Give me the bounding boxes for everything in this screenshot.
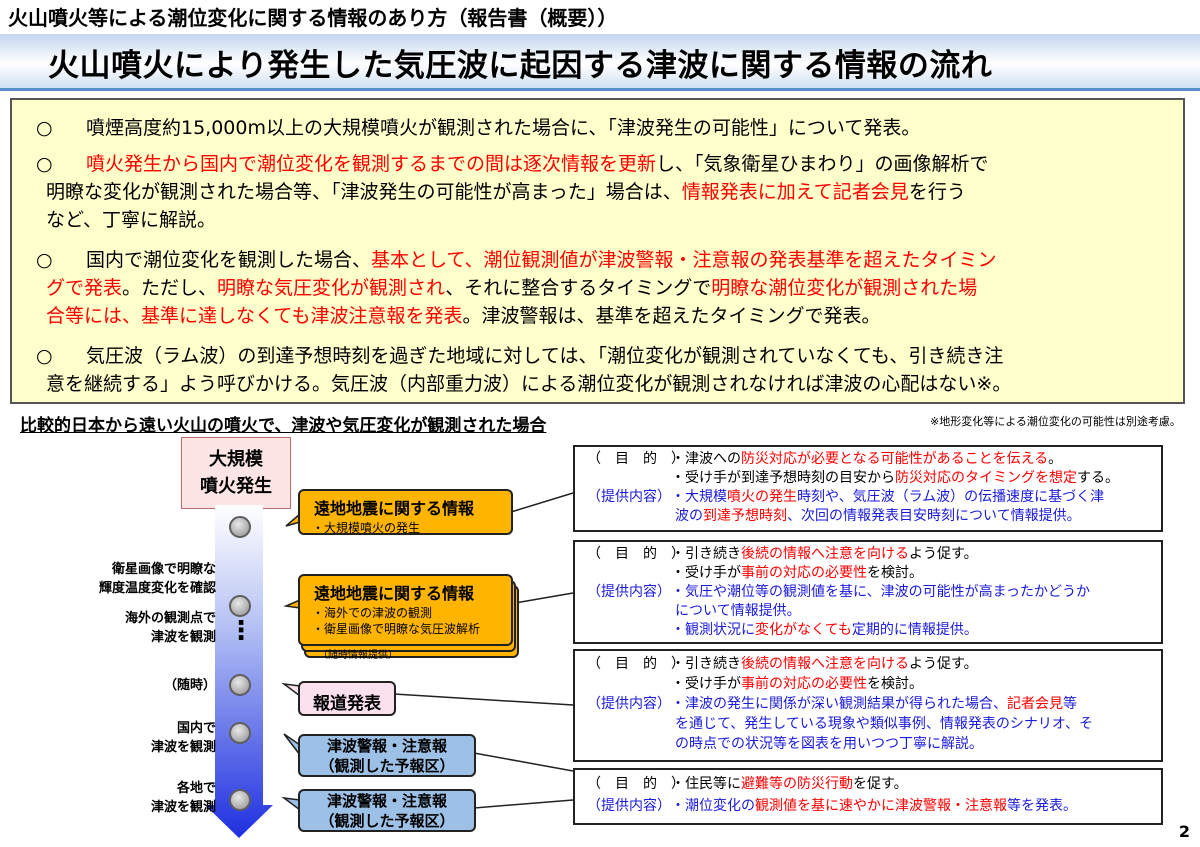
info-3-provide-2: を通じて、発生している現象や類似事例、情報発表のシナリオ、そ <box>675 716 1094 732</box>
section-heading: 比較的日本から遠い火山の噴火で、津波や気圧変化が観測された場合 <box>20 416 547 436</box>
bullet-2-text-3: を行う <box>908 181 966 203</box>
info-2-provide-1: ・気圧や潮位等の観測値を基に、津波の可能性が高まったかどうか <box>671 584 1091 600</box>
info-3-purpose-2: ・受け手が事前の対応の必要性を検討。 <box>671 676 923 692</box>
far-earthquake-info-box-1: 遠地地震に関する情報 ・大規模噴火の発生 <box>298 489 513 535</box>
timeline-ellipsis-icon: ⋮ <box>228 616 254 646</box>
timeline-node-2 <box>229 595 251 617</box>
bullet-3-text-3: 、それに整合するタイミングで <box>445 277 712 299</box>
warning-2-line-2: （観測した予報区） <box>319 812 455 830</box>
info-box-1: （ 目 的 ） ・津波への防災対応が必要となる可能性があることを伝える。 ・受け… <box>573 445 1163 532</box>
info-2-purpose-1: ・引き続き後続の情報へ注意を向けるよう促す。 <box>671 546 978 562</box>
box-1-item-1: ・大規模噴火の発生 <box>312 521 421 535</box>
label-satellite-line-1: 衛星画像で明瞭な <box>111 562 216 577</box>
info-1-purpose-label: （ 目 的 ） <box>587 451 685 467</box>
label-overseas: 海外の観測点で 津波を観測 <box>76 609 216 647</box>
bullet-2-text-2: 明瞭な変化が観測された場合等、「津波発生の可能性が高まった」場合は、 <box>46 181 682 203</box>
bullet-4-line-2: 意を継続する」よう呼びかける。気圧波（内部重力波）による潮位変化が観測されなけれ… <box>46 373 1012 395</box>
page-number: 2 <box>1178 822 1190 841</box>
bullet-4-line-1: 気圧波（ラム波）の到達予想時刻を過ぎた地域に対しては、「潮位変化が観測されていな… <box>86 345 1004 367</box>
info-1-provide-2: 波の到達予想時刻、次回の情報発表目安時刻について情報提供。 <box>675 508 1081 524</box>
timeline-node-5 <box>229 789 251 811</box>
box-2-title: 遠地地震に関する情報 <box>314 584 475 603</box>
bullet-3-text-1: 国内で潮位変化を観測した場合、 <box>86 249 372 271</box>
label-various: 各地で 津波を観測 <box>76 779 216 817</box>
label-domestic-line-2: 津波を観測 <box>150 740 216 755</box>
bullet-mark: ○ <box>36 117 53 139</box>
bullet-3-text-2: 。ただし、 <box>122 277 218 299</box>
timeline-node-3 <box>229 674 251 696</box>
info-1-purpose-1: ・津波への防災対応が必要となる可能性があることを伝える。 <box>671 451 1063 467</box>
title-bar <box>0 34 1200 91</box>
bullet-3-highlight-1: 基本として、潮位観測値が津波警報・注意報の発表基準を超えたタイミン <box>371 249 997 271</box>
info-4-purpose-1: ・住民等に避難等の防災行動を促す。 <box>671 776 908 792</box>
eruption-start-line-2: 噴火発生 <box>200 476 272 497</box>
info-3-purpose-label: （ 目 的 ） <box>587 656 685 672</box>
info-3-provide-3: の時点での状況等を図表を用いつつ丁寧に解説。 <box>675 736 983 752</box>
label-domestic-line-1: 国内で <box>176 721 216 736</box>
bullet-2-highlight-1: 噴火発生から国内で潮位変化を観測するまでの間は逐次情報を更新 <box>86 153 657 175</box>
bullet-mark: ○ <box>36 249 53 271</box>
press-release-box: 報道発表 <box>298 681 396 716</box>
eruption-start-label: 大規模 噴火発生 <box>181 446 291 500</box>
timeline-arrow <box>205 505 273 838</box>
info-3-provide-label: （提供内容） <box>587 696 671 712</box>
info-2-provide-3: ・観測状況に変化がなくても定期的に情報提供。 <box>671 622 978 638</box>
label-various-line-1: 各地で <box>176 781 216 796</box>
label-domestic: 国内で 津波を観測 <box>76 719 216 757</box>
press-release-title: 報道発表 <box>313 694 381 714</box>
page-title: 火山噴火により発生した気圧波に起因する津波に関する情報の流れ <box>48 48 993 84</box>
bullet-2-text-4: など、丁寧に解説。 <box>46 209 217 231</box>
footnote: ※地形変化等による潮位変化の可能性は別途考慮。 <box>930 415 1181 428</box>
info-box-4: （ 目 的 ） ・住民等に避難等の防災行動を促す。 （提供内容） ・潮位変化の観… <box>573 768 1163 825</box>
bullet-mark: ○ <box>36 345 53 367</box>
info-4-provide-1: ・潮位変化の観測値を基に速やかに津波警報・注意報等を発表。 <box>671 798 1077 814</box>
box-2-note: （随時情報提供） <box>318 650 398 661</box>
info-2-purpose-2: ・受け手が事前の対応の必要性を検討。 <box>671 565 923 581</box>
info-1-purpose-2: ・受け手が到達予想時刻の目安から防災対応のタイミングを想定する。 <box>671 470 1119 486</box>
bullet-3-text-4: 。津波警報は、基準を超えたタイミングで発表。 <box>462 305 881 327</box>
info-2-provide-2: について情報提供。 <box>675 603 801 619</box>
info-3-provide-1: ・津波の発生に関係が深い観測結果が得られた場合、記者会見等 <box>671 696 1077 712</box>
box-2-item-1: ・海外での津波の観測 <box>312 606 433 620</box>
info-box-3: （ 目 的 ） ・引き続き後続の情報へ注意を向けるよう促す。 ・受け手が事前の対… <box>573 649 1163 762</box>
info-2-purpose-label: （ 目 的 ） <box>587 546 685 562</box>
label-various-line-2: 津波を観測 <box>150 800 216 815</box>
bullet-3-highlight-2: グで発表 <box>46 277 123 299</box>
label-overseas-line-1: 海外の観測点で <box>124 611 216 626</box>
warning-1-line-2: （観測した予報区） <box>319 757 455 775</box>
info-4-provide-label: （提供内容） <box>587 798 671 814</box>
label-overseas-line-2: 津波を観測 <box>150 630 216 645</box>
tsunami-warning-box-2: 津波警報・注意報 （観測した予報区） <box>298 789 476 832</box>
label-anytime: （随時） <box>163 678 216 693</box>
label-satellite-line-2: 輝度温度変化を確認 <box>98 581 216 596</box>
info-2-provide-label: （提供内容） <box>587 584 671 600</box>
label-satellite: 衛星画像で明瞭な 輝度温度変化を確認 <box>76 560 216 598</box>
info-3-purpose-1: ・引き続き後続の情報へ注意を向けるよう促す。 <box>671 656 978 672</box>
box-1-title: 遠地地震に関する情報 <box>314 499 475 518</box>
tsunami-warning-box-1: 津波警報・注意報 （観測した予報区） <box>298 734 476 777</box>
bullet-mark: ○ <box>36 153 53 175</box>
warning-2-line-1: 津波警報・注意報 <box>326 792 447 810</box>
far-earthquake-info-box-2: 遠地地震に関する情報 ・海外での津波の観測 ・衛星画像で明瞭な気圧波解析 <box>298 574 513 646</box>
bullet-3-highlight-5: 合等には、基準に達しなくても津波注意報を発表 <box>46 305 463 327</box>
info-1-provide-1: ・大規模噴火の発生時刻や、気圧波（ラム波）の伝播速度に基づく津 <box>671 489 1105 505</box>
timeline-node-4 <box>229 722 251 744</box>
eruption-start-line-1: 大規模 <box>209 449 263 470</box>
bullet-2-text-1: し、「気象衛星ひまわり」の画像解析で <box>656 153 989 175</box>
bullet-3-highlight-3: 明瞭な気圧変化が観測され <box>217 277 446 299</box>
bullet-3-highlight-4: 明瞭な潮位変化が観測された場 <box>711 277 978 299</box>
info-4-purpose-label: （ 目 的 ） <box>587 776 685 792</box>
timeline-node-1 <box>229 516 251 538</box>
info-box-2: （ 目 的 ） ・引き続き後続の情報へ注意を向けるよう促す。 ・受け手が事前の対… <box>573 540 1163 644</box>
bullet-1-line-1: 噴煙高度約15,000m以上の大規模噴火が観測された場合に、「津波発生の可能性」… <box>86 117 921 139</box>
summary-box: ○ 噴煙高度約15,000m以上の大規模噴火が観測された場合に、「津波発生の可能… <box>10 98 1185 404</box>
bullet-2-highlight-2: 情報発表に加えて記者会見 <box>681 181 909 203</box>
warning-1-line-1: 津波警報・注意報 <box>326 737 447 755</box>
report-subtitle: 火山噴火等による潮位変化に関する情報のあり方（報告書（概要）） <box>8 6 618 30</box>
info-1-provide-label: （提供内容） <box>587 489 671 505</box>
box-2-item-2: ・衛星画像で明瞭な気圧波解析 <box>312 622 481 636</box>
